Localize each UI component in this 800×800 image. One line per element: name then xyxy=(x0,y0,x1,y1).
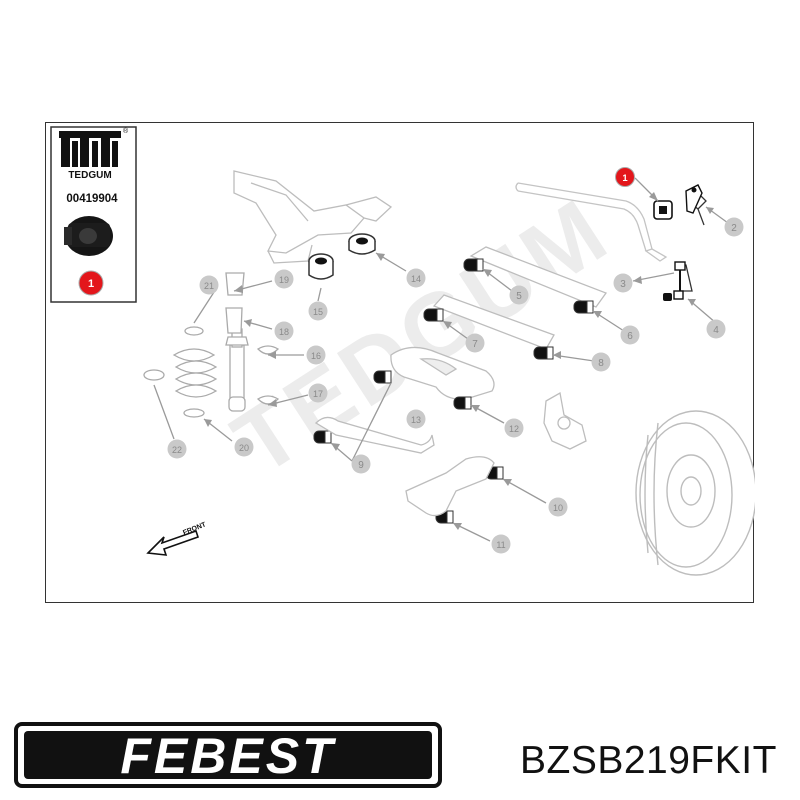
callout-5: 5 xyxy=(509,285,529,305)
stabilizer-bar-drawing xyxy=(515,182,707,292)
callout-7-label: 7 xyxy=(472,339,478,350)
inset-bushing-image xyxy=(64,216,113,256)
callout-11: 11 xyxy=(491,534,511,554)
callout-12: 12 xyxy=(504,418,524,438)
callout-7: 7 xyxy=(465,333,485,353)
callout-4-label: 4 xyxy=(713,325,719,336)
callout-22: 22 xyxy=(167,439,187,459)
callout-15-label: 15 xyxy=(313,307,323,317)
callout-10: 10 xyxy=(548,497,568,517)
callout-14: 14 xyxy=(406,268,426,288)
callout-13-label: 13 xyxy=(411,415,421,425)
callout-5-label: 5 xyxy=(516,291,522,302)
callout-2-label: 2 xyxy=(731,223,737,234)
bushing-14 xyxy=(348,233,376,255)
inset-part-number: 00419904 xyxy=(66,193,118,205)
inset-box: ® TEDGUM 00419904 1 xyxy=(50,126,137,303)
crossmember-drawing xyxy=(233,170,393,264)
callout-4: 4 xyxy=(706,319,726,339)
bushing-1-stabilizer xyxy=(653,200,673,220)
callout-9: 9 xyxy=(351,454,371,474)
callout-14-label: 14 xyxy=(411,274,421,284)
callout-16-label: 16 xyxy=(311,351,321,361)
wheel-knuckle-drawing xyxy=(543,391,587,450)
leader-arrowheads xyxy=(204,192,714,530)
callout-1: 1 xyxy=(615,167,635,187)
callout-12-label: 12 xyxy=(509,424,519,434)
bushing-15 xyxy=(308,253,334,280)
callout-13: 13 xyxy=(406,409,426,429)
callout-19-label: 19 xyxy=(279,275,289,285)
callout-18-label: 18 xyxy=(279,327,289,337)
febest-logo-text: FEBEST xyxy=(120,728,337,784)
stabilizer-link-3-4 xyxy=(663,261,686,301)
callout-10-label: 10 xyxy=(553,503,563,513)
callout-19: 19 xyxy=(274,269,294,289)
callout-18: 18 xyxy=(274,321,294,341)
callout-8-label: 8 xyxy=(598,358,604,369)
callout-17: 17 xyxy=(308,383,328,403)
callout-20: 20 xyxy=(234,437,254,457)
registered-mark: ® xyxy=(123,127,129,135)
arm-bushings xyxy=(313,258,594,524)
callout-3: 3 xyxy=(613,273,633,293)
tedgum-logo xyxy=(59,131,121,167)
front-arrow: FRONT xyxy=(146,521,208,556)
stabilizer-link-2 xyxy=(685,184,703,214)
callout-6: 6 xyxy=(620,325,640,345)
callout-20-label: 20 xyxy=(239,443,249,453)
callout-16: 16 xyxy=(306,345,326,365)
callout-9-label: 9 xyxy=(358,460,364,471)
inset-badge-number: 1 xyxy=(88,278,94,290)
callout-8: 8 xyxy=(591,352,611,372)
callout-2: 2 xyxy=(724,217,744,237)
lower-arm-10-11 xyxy=(405,456,495,517)
callout-11-label: 11 xyxy=(496,540,505,550)
callout-17-label: 17 xyxy=(313,389,323,399)
inset-badge: 1 xyxy=(78,270,104,296)
callout-6-label: 6 xyxy=(627,331,633,342)
callout-3-label: 3 xyxy=(620,279,626,290)
link-arm-9 xyxy=(314,416,435,454)
callout-21-label: 21 xyxy=(204,281,214,291)
febest-logo: FEBEST xyxy=(14,722,442,793)
inset-brand: TEDGUM xyxy=(68,170,111,181)
suspension-diagram: TEDGUM ® TEDGUM 00419904 1 xyxy=(45,122,755,603)
control-arms-drawing xyxy=(390,246,608,400)
wheel-drawing xyxy=(635,410,755,576)
part-code: BZSB219FKIT xyxy=(520,739,777,782)
callout-22-label: 22 xyxy=(172,445,182,455)
callout-1-label: 1 xyxy=(622,173,628,184)
callout-15: 15 xyxy=(308,301,328,321)
callout-21: 21 xyxy=(199,275,219,295)
